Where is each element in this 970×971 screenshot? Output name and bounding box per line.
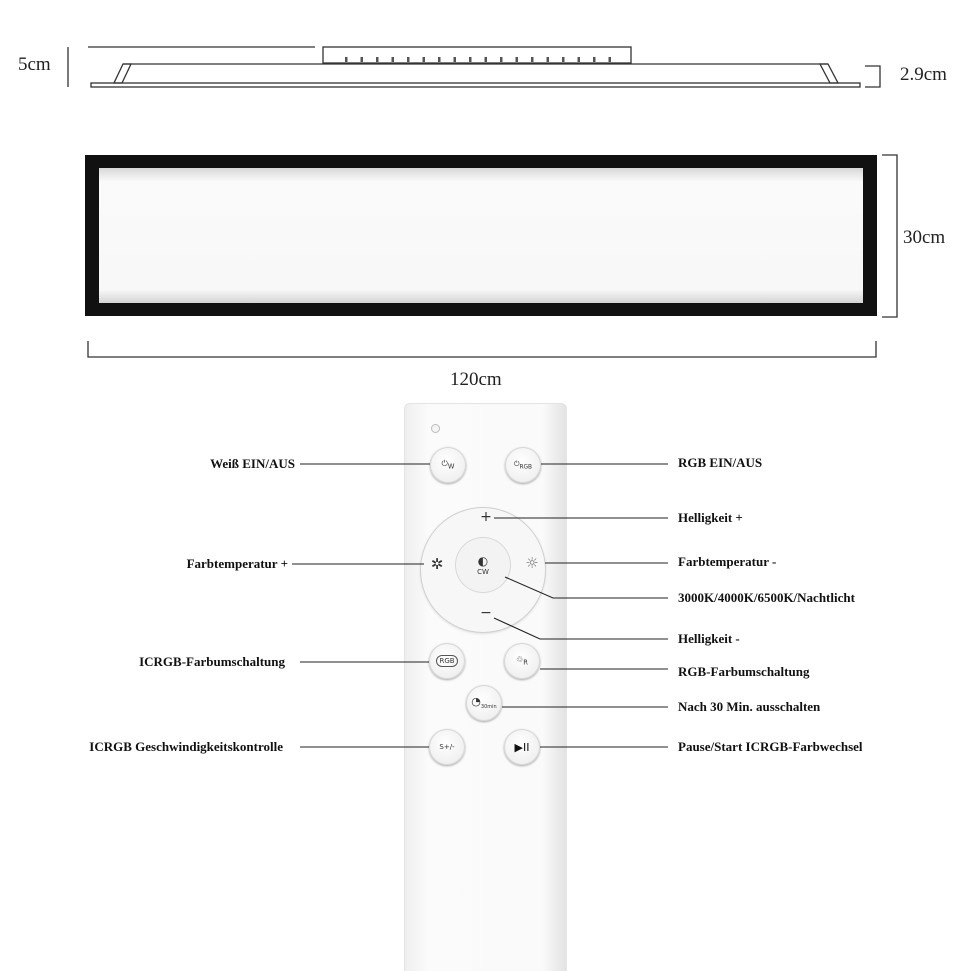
depth-label: 30cm — [903, 227, 946, 248]
vent-slot — [593, 57, 596, 62]
sun-icon: ☼ — [525, 554, 539, 572]
timer-icon: ◔30min — [471, 695, 497, 711]
panel-drawings — [67, 46, 898, 358]
vent-slot — [360, 57, 363, 62]
label-rgb-on-off: RGB EIN/AUS — [678, 455, 763, 470]
play-pause-button[interactable]: ▶II — [504, 729, 540, 765]
total-height-label: 5cm — [18, 54, 51, 75]
brightness-down-button[interactable]: − — [474, 602, 498, 624]
rgb-cycle-button[interactable]: ♲R — [504, 643, 540, 679]
speed-button[interactable]: S+/- — [429, 729, 465, 765]
power-icon: ⏻W — [441, 459, 455, 471]
front-view — [85, 155, 877, 316]
label-brightness-down: Helligkeit - — [678, 631, 740, 646]
recycle-icon: ♲R — [516, 655, 528, 667]
label-rgb-switch: RGB-Farbumschaltung — [678, 664, 810, 679]
vent-slot — [453, 57, 456, 62]
side-view-vents — [345, 57, 611, 62]
length-label: 120cm — [450, 369, 502, 390]
vent-slot — [531, 57, 534, 62]
cct-cycle-button[interactable]: ◐CW — [477, 554, 489, 576]
panel-height-label: 2.9cm — [900, 64, 947, 85]
label-cct-modes: 3000K/4000K/6500K/Nachtlicht — [678, 590, 855, 605]
timer-button[interactable]: ◔30min — [466, 685, 502, 721]
snowflake-icon: ✲ — [430, 555, 444, 573]
vent-slot — [546, 57, 549, 62]
dial-center — [456, 538, 510, 592]
vent-slot — [345, 57, 348, 62]
speed-icon: S+/- — [439, 743, 455, 751]
vent-slot — [407, 57, 410, 62]
brightness-up-icon: + — [480, 509, 492, 525]
remote-control — [404, 403, 567, 971]
brightness-up-button[interactable]: + — [474, 506, 498, 528]
side-view — [67, 46, 881, 88]
cycle-icon: RGB — [436, 655, 458, 667]
vent-slot — [422, 57, 425, 62]
label-white-on-off: Weiß EIN/AUS — [210, 456, 295, 471]
vent-slot — [500, 57, 503, 62]
brightness-down-icon: − — [480, 605, 492, 621]
vent-slot — [376, 57, 379, 62]
white-power-button[interactable]: ⏻W — [430, 447, 466, 483]
vent-slot — [438, 57, 441, 62]
vent-slot — [391, 57, 394, 62]
dimension-brackets — [87, 154, 898, 358]
label-brightness-up: Helligkeit + — [678, 510, 743, 525]
icrgb-cycle-button[interactable]: RGB — [429, 643, 465, 679]
vent-slot — [484, 57, 487, 62]
vent-slot — [562, 57, 565, 62]
label-pause-start: Pause/Start ICRGB-Farbwechsel — [678, 739, 863, 754]
vent-slot — [577, 57, 580, 62]
label-icrgb-speed: ICRGB Geschwindigkeitskontrolle — [89, 739, 283, 754]
rgb-power-button[interactable]: ⏻RGB — [505, 447, 541, 483]
cool-button[interactable]: ✲ — [425, 552, 449, 576]
label-icrgb-switch: ICRGB-Farbumschaltung — [139, 654, 285, 669]
led-indicator — [431, 424, 440, 433]
power-icon: ⏻RGB — [513, 459, 533, 471]
warm-button[interactable]: ☼ — [520, 551, 544, 575]
vent-slot — [469, 57, 472, 62]
label-color-temp-down: Farbtemperatur - — [678, 554, 777, 569]
vent-slot — [608, 57, 611, 62]
label-timer-off: Nach 30 Min. ausschalten — [678, 699, 821, 714]
vent-slot — [515, 57, 518, 62]
play-pause-icon: ▶II — [514, 740, 530, 754]
label-color-temp-up: Farbtemperatur + — [186, 556, 288, 571]
cycle-icon: ◐ — [477, 554, 489, 568]
